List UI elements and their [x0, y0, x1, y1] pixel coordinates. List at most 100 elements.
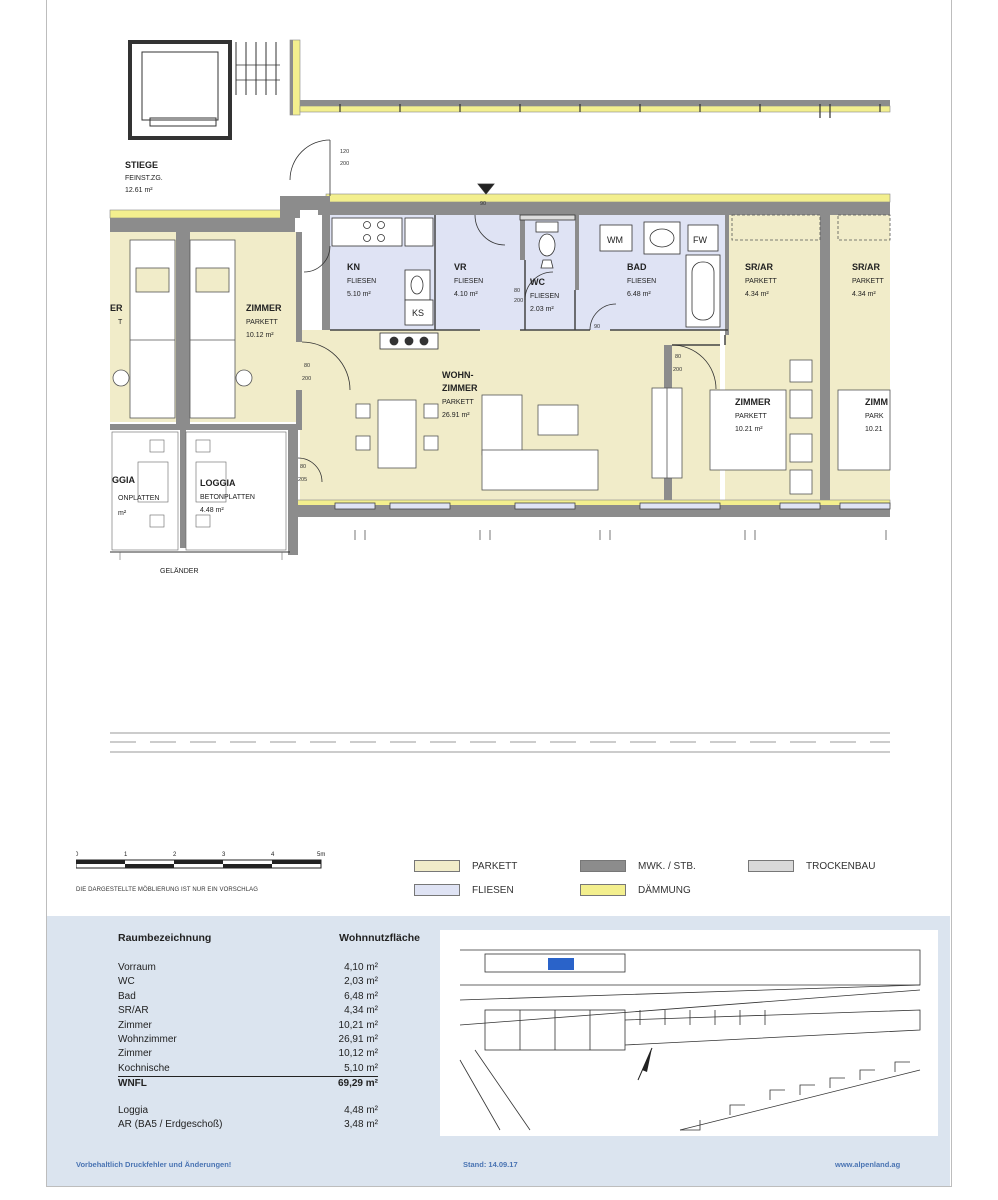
svg-text:ONPLATTEN: ONPLATTEN: [118, 495, 160, 502]
svg-text:PARK: PARK: [865, 413, 884, 420]
label-zimmer-right: ZIMMER: [735, 397, 771, 407]
label-vr: VR: [454, 262, 467, 272]
label-wohnzimmer: WOHN-: [442, 370, 474, 380]
svg-text:10.12 m²: 10.12 m²: [246, 332, 274, 339]
scale-segment: [223, 864, 272, 868]
svg-text:4.48 m²: 4.48 m²: [200, 507, 224, 514]
beds: [112, 239, 253, 419]
legend-swatch-mwk: [580, 860, 626, 872]
svg-text:80: 80: [304, 363, 310, 369]
label-bad: BAD: [627, 262, 647, 272]
scale-tick-label: 1: [124, 852, 128, 858]
svg-text:FLIESEN: FLIESEN: [530, 293, 559, 300]
label-srar: SR/AR: [745, 262, 774, 272]
legend-swatch-parkett: [414, 860, 460, 872]
label-kn: KN: [347, 262, 360, 272]
label-stiege: STIEGE: [125, 160, 158, 170]
scale-tick-label: 0: [76, 852, 79, 858]
plan-sheet: [46, 0, 952, 1187]
scale-bar: 0 1 2 3 4 5m: [76, 852, 325, 869]
scale-tick-label: 5m: [317, 852, 325, 858]
svg-text:PARKETT: PARKETT: [735, 413, 767, 420]
window-ticks-top: [339, 104, 881, 118]
svg-text:200: 200: [302, 376, 311, 382]
bath-fixtures: [519, 214, 721, 328]
living-furniture: [355, 387, 683, 491]
svg-text:FW: FW: [693, 235, 707, 245]
svg-text:6.48 m²: 6.48 m²: [627, 291, 651, 298]
svg-text:4.10 m²: 4.10 m²: [454, 291, 478, 298]
partitions: [330, 215, 728, 346]
legend-swatch-trockenbau: [748, 860, 794, 872]
svg-text:5.10 m²: 5.10 m²: [347, 291, 371, 298]
svg-text:WM: WM: [607, 235, 623, 245]
scale-segment: [125, 864, 174, 868]
door-dimensions: 120 200 90 80 200 90 80 200 80 200 80 20…: [298, 149, 682, 483]
svg-text:ZIMM: ZIMM: [865, 397, 888, 407]
footer-website[interactable]: www.alpenland.ag: [835, 1160, 901, 1169]
svg-text:T: T: [118, 319, 123, 326]
svg-text:PARKETT: PARKETT: [852, 278, 884, 285]
stair-block: [128, 40, 331, 196]
apartment-highlight: [548, 958, 574, 970]
scale-tick-label: 4: [271, 852, 275, 858]
svg-text:80: 80: [514, 288, 520, 294]
bedroom-right-furniture: [709, 214, 891, 495]
scale-segment: [76, 860, 125, 864]
svg-text:PARKETT: PARKETT: [246, 319, 278, 326]
furniture-note: DIE DARGESTELLTE MÖBLIERUNG IST NUR EIN …: [76, 887, 259, 893]
scale-tick-label: 2: [173, 852, 177, 858]
svg-text:FLIESEN: FLIESEN: [627, 278, 656, 285]
scale-segment: [272, 860, 321, 864]
label-zimmer-left: ZIMMER: [246, 303, 282, 313]
svg-text:26.91 m²: 26.91 m²: [442, 412, 470, 419]
svg-text:120: 120: [340, 149, 349, 155]
label-srar-2: SR/AR: [852, 262, 881, 272]
area-table-header: Raumbezeichnung Wohnnutzfläche: [118, 932, 420, 944]
label-wc: WC: [530, 277, 545, 287]
bottom-windows: [334, 502, 891, 510]
svg-text:4.34 m²: 4.34 m²: [852, 291, 876, 298]
svg-text:FLIESEN: FLIESEN: [347, 278, 376, 285]
extra-area-row: AR (BA5 / Erdgeschoß)3,48 m²: [118, 1118, 378, 1130]
scale-segment: [174, 860, 223, 864]
legend-swatch-fliesen: [414, 884, 460, 896]
loggia-detail: [110, 431, 290, 560]
svg-text:GELÄNDER: GELÄNDER: [160, 567, 199, 575]
legend-parkett: PARKETT: [414, 860, 517, 872]
svg-text:PARKETT: PARKETT: [745, 278, 777, 285]
area-total-row: WNFL 69,29 m²: [118, 1076, 378, 1091]
svg-text:200: 200: [340, 161, 349, 167]
north-arrow-icon: [637, 1047, 653, 1081]
scale-tick-label: 3: [222, 852, 226, 858]
legend-trockenbau: TROCKENBAU: [748, 860, 875, 872]
svg-text:FLIESEN: FLIESEN: [454, 278, 483, 285]
legend-mwk: MWK. / STB.: [580, 860, 696, 872]
svg-text:4.34 m²: 4.34 m²: [745, 291, 769, 298]
svg-text:10.21: 10.21: [865, 426, 883, 433]
door-swings: [297, 183, 717, 483]
svg-text:FEINST.ZG.: FEINST.ZG.: [125, 175, 163, 182]
kitchen-fixtures: [331, 217, 439, 350]
svg-text:12.61 m²: 12.61 m²: [125, 187, 153, 194]
label-loggia: LOGGIA: [200, 478, 236, 488]
svg-text:10.21 m²: 10.21 m²: [735, 426, 763, 433]
room-labels: STIEGE FEINST.ZG. 12.61 m² KN FLIESEN 5.…: [110, 160, 888, 575]
section-lines: [110, 732, 890, 753]
svg-text:80: 80: [300, 464, 306, 470]
svg-text:KS: KS: [412, 308, 424, 318]
dimension-ticks: [354, 530, 887, 540]
svg-text:ZIMMER: ZIMMER: [442, 383, 478, 393]
svg-text:80: 80: [675, 354, 681, 360]
svg-text:2.03 m²: 2.03 m²: [530, 306, 554, 313]
floor-plan: STIEGE FEINST.ZG. 12.61 m² KN FLIESEN 5.…: [109, 39, 891, 753]
svg-text:205: 205: [298, 477, 307, 483]
footer-disclaimer: Vorbehaltlich Druckfehler und Änderungen…: [76, 1160, 232, 1169]
